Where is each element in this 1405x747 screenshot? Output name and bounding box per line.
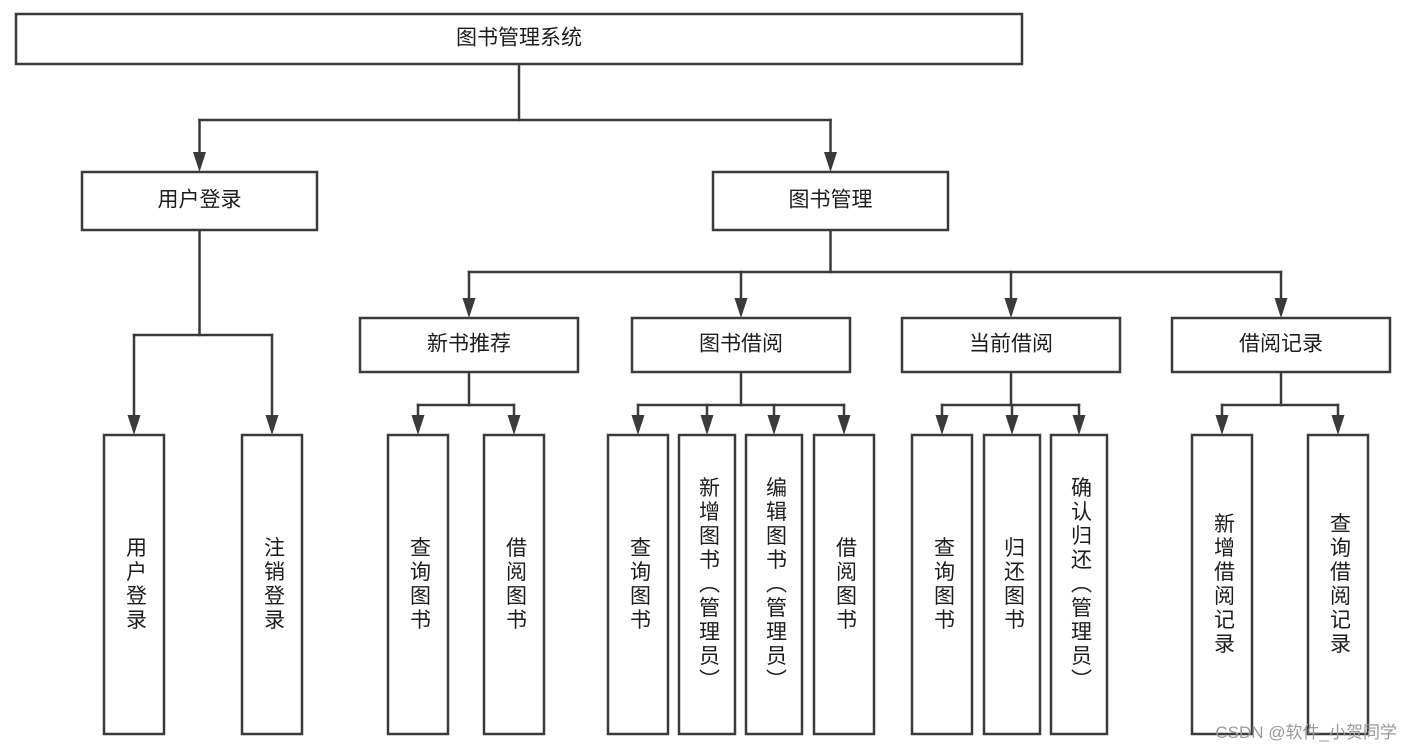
node-book-borrow[interactable]: 图书借阅 <box>630 316 852 374</box>
csdn-watermark: CSDN @软件_小贺同学 <box>1215 723 1397 742</box>
node-label-leaf-query-book-2: 查询图书 <box>627 537 651 633</box>
arrow-head-leaf-query-book-2 <box>631 415 645 435</box>
node-label-leaf-add-book: 新增图书（管理员） <box>696 477 720 693</box>
node-leaf-logout[interactable]: 注销登录 <box>240 433 304 736</box>
arrow-head-leaf-query-book-1 <box>411 415 425 435</box>
node-label-book-borrow: 图书借阅 <box>699 333 783 356</box>
node-box-leaf-user-login[interactable] <box>102 433 166 736</box>
arrow-head-user-login <box>193 152 206 172</box>
node-leaf-borrow-book-2[interactable]: 借阅图书 <box>812 433 876 736</box>
node-label-new-book-recommend: 新书推荐 <box>427 333 511 356</box>
node-leaf-return-book[interactable]: 归还图书 <box>982 433 1042 736</box>
arrow-head-leaf-borrow-book-1 <box>507 415 521 435</box>
node-label-book-manage: 图书管理 <box>789 189 873 212</box>
node-leaf-add-book[interactable]: 新增图书（管理员） <box>677 433 737 736</box>
arrow-head-current-borrow <box>1004 298 1018 318</box>
arrow-head-leaf-add-book <box>700 415 714 435</box>
node-new-book-recommend[interactable]: 新书推荐 <box>358 316 580 374</box>
node-book-manage[interactable]: 图书管理 <box>711 170 950 232</box>
arrow-head-leaf-borrow-book-2 <box>837 415 851 435</box>
arrow-head-leaf-confirm-return <box>1072 415 1086 435</box>
node-box-leaf-borrow-book-1[interactable] <box>482 433 546 736</box>
arrow-head-book-borrow <box>734 298 748 318</box>
node-leaf-query-record[interactable]: 查询借阅记录 <box>1306 433 1370 736</box>
node-box-leaf-borrow-book-2[interactable] <box>812 433 876 736</box>
arrow-head-book-manage <box>824 152 837 172</box>
node-box-current-borrow[interactable] <box>900 316 1122 374</box>
node-label-leaf-user-login: 用户登录 <box>123 537 147 633</box>
arrow-head-leaf-add-record <box>1215 415 1229 435</box>
node-label-leaf-query-book-3: 查询图书 <box>931 537 955 633</box>
node-box-book-manage[interactable] <box>711 170 950 232</box>
node-leaf-user-login[interactable]: 用户登录 <box>102 433 166 736</box>
arrow-head-leaf-edit-book <box>767 415 781 435</box>
node-label-leaf-edit-book: 编辑图书（管理员） <box>763 477 787 693</box>
node-current-borrow[interactable]: 当前借阅 <box>900 316 1122 374</box>
node-box-leaf-confirm-return[interactable] <box>1049 433 1109 736</box>
node-user-login[interactable]: 用户登录 <box>80 170 319 232</box>
node-box-leaf-add-book[interactable] <box>677 433 737 736</box>
node-box-new-book-recommend[interactable] <box>358 316 580 374</box>
node-label-leaf-add-record: 新增借阅记录 <box>1211 513 1235 657</box>
nodes-layer: 图书管理系统用户登录图书管理新书推荐图书借阅当前借阅借阅记录用户登录注销登录查询… <box>14 12 1392 736</box>
node-leaf-query-book-2[interactable]: 查询图书 <box>606 433 670 736</box>
node-box-leaf-query-book-2[interactable] <box>606 433 670 736</box>
node-label-leaf-borrow-book-1: 借阅图书 <box>503 537 527 633</box>
node-leaf-borrow-book-1[interactable]: 借阅图书 <box>482 433 546 736</box>
node-label-leaf-query-record: 查询借阅记录 <box>1327 513 1351 657</box>
node-box-borrow-record[interactable] <box>1170 316 1392 374</box>
arrow-head-borrow-record <box>1274 298 1288 318</box>
node-box-user-login[interactable] <box>80 170 319 232</box>
node-label-leaf-return-book: 归还图书 <box>1001 537 1025 633</box>
node-box-leaf-edit-book[interactable] <box>744 433 804 736</box>
node-box-leaf-logout[interactable] <box>240 433 304 736</box>
connectors-layer <box>127 62 1345 435</box>
node-label-user-login: 用户登录 <box>158 189 242 212</box>
node-box-root[interactable] <box>14 12 1024 66</box>
arrow-head-leaf-query-record <box>1331 415 1345 435</box>
node-label-leaf-borrow-book-2: 借阅图书 <box>833 537 857 633</box>
node-label-root: 图书管理系统 <box>456 27 582 50</box>
arrow-head-new-book-recommend <box>462 298 476 318</box>
arrow-head-leaf-query-book-3 <box>935 415 949 435</box>
node-box-leaf-add-record[interactable] <box>1190 433 1254 736</box>
node-label-leaf-query-book-1: 查询图书 <box>407 537 431 633</box>
node-leaf-confirm-return[interactable]: 确认归还（管理员） <box>1049 433 1109 736</box>
node-borrow-record[interactable]: 借阅记录 <box>1170 316 1392 374</box>
node-box-book-borrow[interactable] <box>630 316 852 374</box>
arrow-head-leaf-user-login <box>127 415 141 435</box>
node-leaf-edit-book[interactable]: 编辑图书（管理员） <box>744 433 804 736</box>
node-label-current-borrow: 当前借阅 <box>969 333 1053 356</box>
node-box-leaf-query-record[interactable] <box>1306 433 1370 736</box>
node-box-leaf-query-book-1[interactable] <box>386 433 450 736</box>
node-leaf-add-record[interactable]: 新增借阅记录 <box>1190 433 1254 736</box>
node-leaf-query-book-3[interactable]: 查询图书 <box>910 433 974 736</box>
node-label-borrow-record: 借阅记录 <box>1239 333 1323 356</box>
arrow-head-leaf-return-book <box>1005 415 1019 435</box>
node-box-leaf-return-book[interactable] <box>982 433 1042 736</box>
arrow-head-leaf-logout <box>265 415 279 435</box>
node-label-leaf-confirm-return: 确认归还（管理员） <box>1068 477 1092 693</box>
node-label-leaf-logout: 注销登录 <box>261 537 285 633</box>
node-root[interactable]: 图书管理系统 <box>14 12 1024 66</box>
node-leaf-query-book-1[interactable]: 查询图书 <box>386 433 450 736</box>
node-box-leaf-query-book-3[interactable] <box>910 433 974 736</box>
